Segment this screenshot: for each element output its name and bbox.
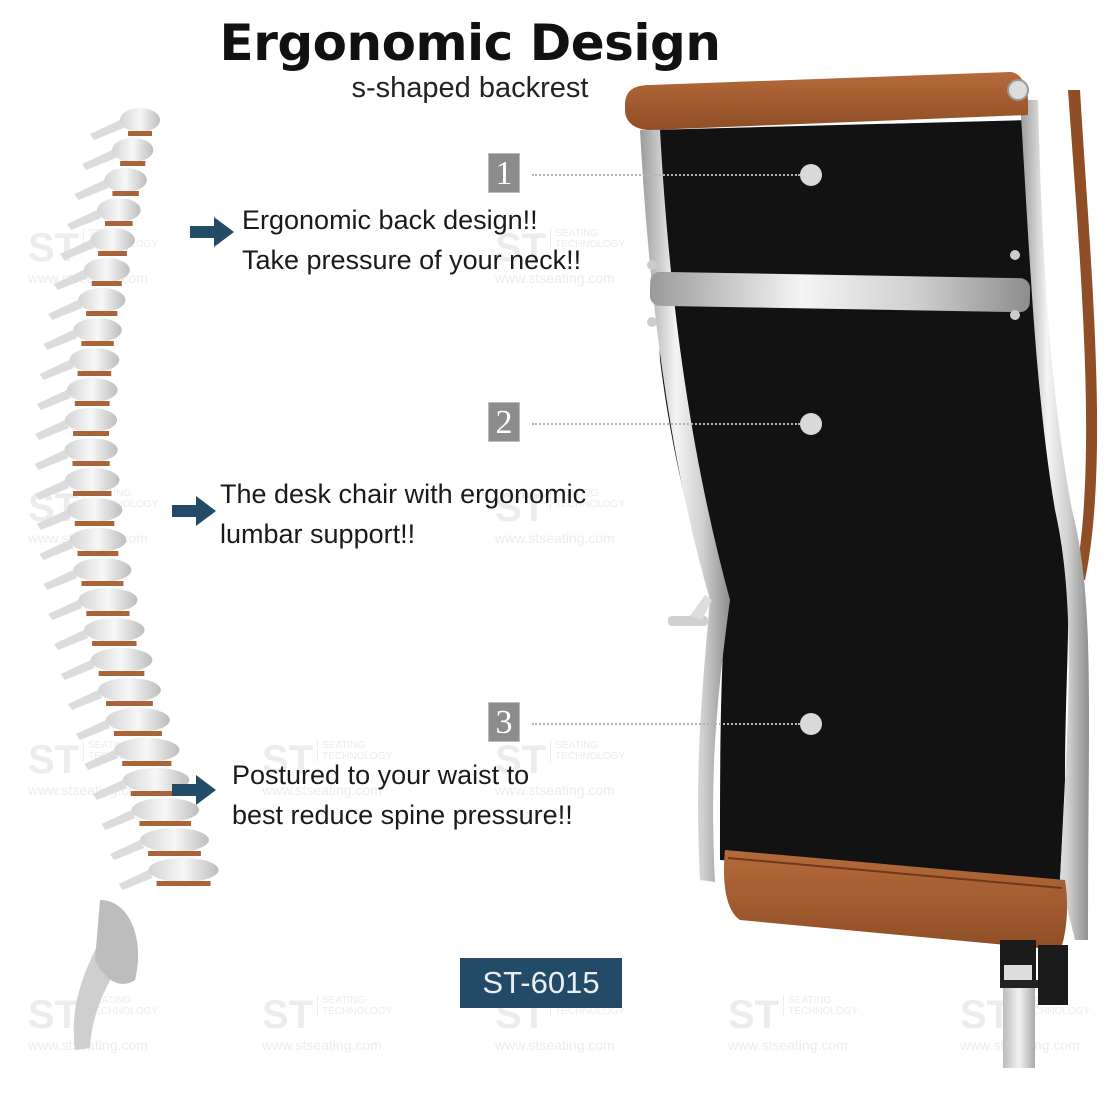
chair-illustration	[625, 72, 1098, 1068]
leader-line	[532, 723, 800, 725]
marker-1: 1	[488, 153, 520, 193]
callout-lumbar: The desk chair with ergonomic lumbar sup…	[220, 474, 586, 554]
marker-3: 3	[488, 702, 520, 742]
callout-line: The desk chair with ergonomic	[220, 479, 587, 509]
leader-line	[532, 423, 800, 425]
model-badge: ST-6015	[460, 958, 622, 1008]
hotspot-dot	[800, 713, 822, 735]
spine-illustration	[34, 108, 219, 1050]
hotspot-dot	[800, 164, 822, 186]
callout-neck: Ergonomic back design!! Take pressure of…	[242, 200, 581, 280]
callout-line: best reduce spine pressure!!	[232, 800, 573, 830]
arrow-right-icon	[190, 217, 234, 247]
callout-line: Ergonomic back design!!	[242, 205, 538, 235]
callout-waist: Postured to your waist to best reduce sp…	[232, 755, 573, 835]
leader-line	[532, 174, 800, 176]
callout-line: Take pressure of your neck!!	[242, 245, 582, 275]
hotspot-dot	[800, 413, 822, 435]
page-title: Ergonomic Design	[219, 14, 721, 72]
page-subtitle: s-shaped backrest	[351, 72, 589, 104]
arrow-right-icon	[172, 775, 216, 805]
marker-2: 2	[488, 402, 520, 442]
arrow-right-icon	[172, 496, 216, 526]
callout-line: Postured to your waist to	[232, 760, 530, 790]
callout-line: lumbar support!!	[220, 519, 416, 549]
